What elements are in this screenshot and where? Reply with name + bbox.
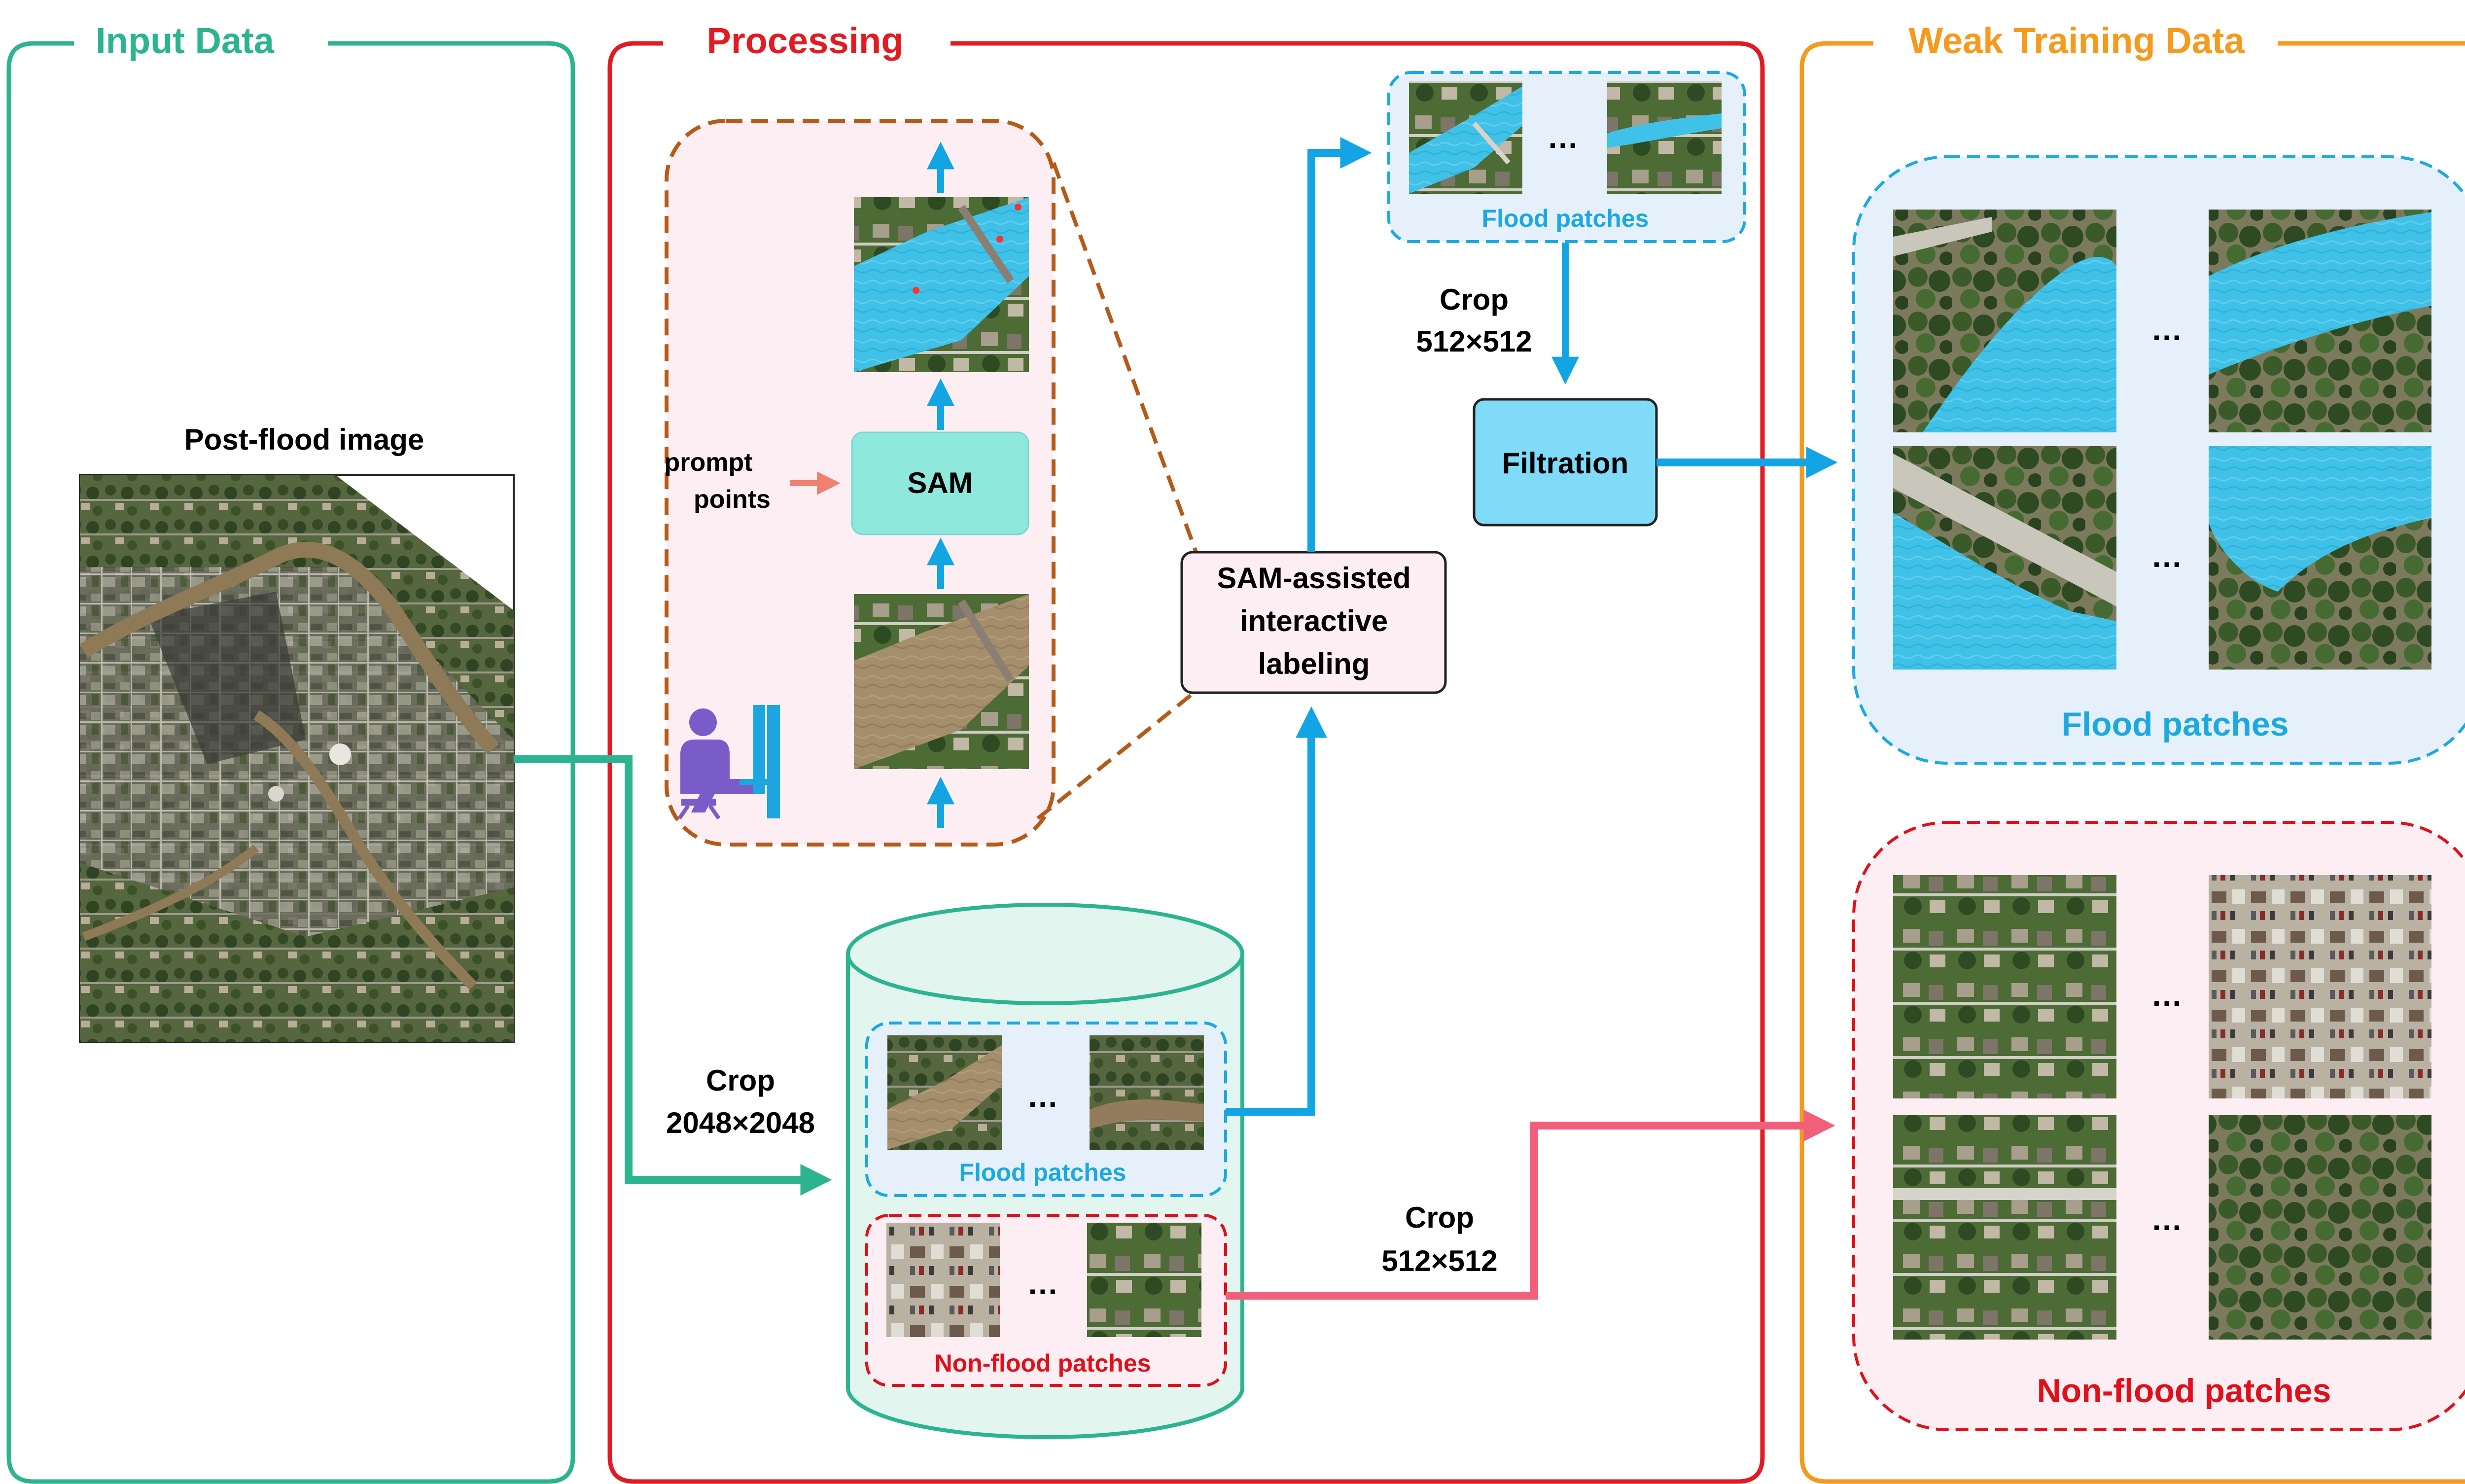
- db-flood-patch-1: [887, 1035, 1002, 1150]
- crop-bottom-line1: Crop: [1405, 1201, 1474, 1234]
- sam-detail-panel: SAM prompt points: [664, 119, 1199, 847]
- output-nonflood-ellipsis-1: …: [2151, 977, 2183, 1013]
- output-nonflood-patch-4: [2209, 1115, 2431, 1340]
- weak-training-data-section: Weak Training Data: [1799, 20, 2465, 1484]
- sam-input-image: [854, 594, 1029, 769]
- output-nonflood-patch-1: [1893, 875, 2116, 1098]
- post-flood-image-label: Post-flood image: [184, 423, 424, 456]
- patch-database-cylinder: … Flood patches … Non-flood patches: [846, 903, 1244, 1439]
- sam-output-image: [854, 197, 1029, 372]
- crop-bottom-line2: 512×512: [1381, 1244, 1497, 1277]
- db-flood-patches-label: Flood patches: [959, 1159, 1127, 1186]
- sam-label: SAM: [907, 466, 973, 499]
- output-flood-patches-label: Flood patches: [2062, 706, 2289, 743]
- sam-assisted-labeling-box: SAM-assisted interactive labeling: [1180, 551, 1447, 694]
- output-flood-patch-2: [2209, 210, 2431, 432]
- image-to-database-arrow: [514, 755, 832, 1196]
- weak-training-data-title: Weak Training Data: [1908, 20, 2245, 61]
- labeling-line3: labeling: [1258, 647, 1370, 680]
- output-nonflood-patch-3: [1893, 1115, 2116, 1340]
- crop-top-line2: 512×512: [1416, 325, 1532, 358]
- output-flood-ellipsis-1: …: [2151, 312, 2183, 347]
- db-flood-to-labeling-arrow: [1226, 706, 1327, 1116]
- prompt-label-line1: prompt: [664, 448, 752, 477]
- output-flood-ellipsis-2: …: [2151, 538, 2183, 574]
- db-flood-ellipsis: …: [1027, 1078, 1058, 1114]
- labeled-patch-1: [1409, 81, 1522, 194]
- db-nonflood-ellipsis: …: [1027, 1266, 1058, 1301]
- input-data-section: Input Data: [6, 20, 575, 1484]
- output-nonflood-patch-2: [2209, 875, 2431, 1098]
- processing-section: Processing: [607, 20, 1765, 1484]
- crop-large-line2: 2048×2048: [666, 1106, 815, 1139]
- labeling-to-flood-patches-arrow: [1307, 137, 1372, 552]
- db-nonflood-patch-2: [1087, 1223, 1201, 1337]
- output-nonflood-patches-box: … … Non-flood patches: [1852, 821, 2465, 1431]
- output-flood-patch-3: [1893, 446, 2116, 670]
- filtration-box: Filtration: [1473, 398, 1658, 527]
- crop-large-line1: Crop: [706, 1064, 775, 1097]
- output-nonflood-ellipsis-2: …: [2151, 1201, 2183, 1237]
- user-at-computer-icon: [677, 705, 780, 820]
- crop-top-line1: Crop: [1440, 283, 1509, 316]
- output-flood-patch-1: [1893, 210, 2116, 432]
- output-flood-patches-box: … … Flood patches: [1852, 155, 2465, 765]
- labeling-line2: interactive: [1240, 604, 1388, 637]
- db-nonflood-to-output-arrow: [1226, 1110, 1835, 1300]
- labeled-flood-patches-label: Flood patches: [1482, 205, 1649, 232]
- db-nonflood-patch-1: [886, 1223, 1000, 1337]
- input-data-title: Input Data: [96, 20, 275, 61]
- prompt-label-line2: points: [694, 485, 771, 514]
- db-nonflood-patches-label: Non-flood patches: [935, 1349, 1151, 1377]
- labeled-ellipsis: …: [1547, 119, 1579, 155]
- labeled-flood-patches-box: … Flood patches: [1387, 71, 1746, 243]
- db-flood-patch-2: [1090, 1035, 1204, 1150]
- post-flood-image: [79, 474, 515, 1043]
- output-flood-patch-4: [2209, 446, 2431, 670]
- output-nonflood-patches-label: Non-flood patches: [2037, 1372, 2331, 1410]
- filtration-label: Filtration: [1502, 447, 1629, 480]
- labeling-line1: SAM-assisted: [1217, 562, 1410, 595]
- labeled-patch-2: [1607, 81, 1722, 194]
- sam-box: [851, 431, 1029, 535]
- processing-title: Processing: [707, 20, 904, 61]
